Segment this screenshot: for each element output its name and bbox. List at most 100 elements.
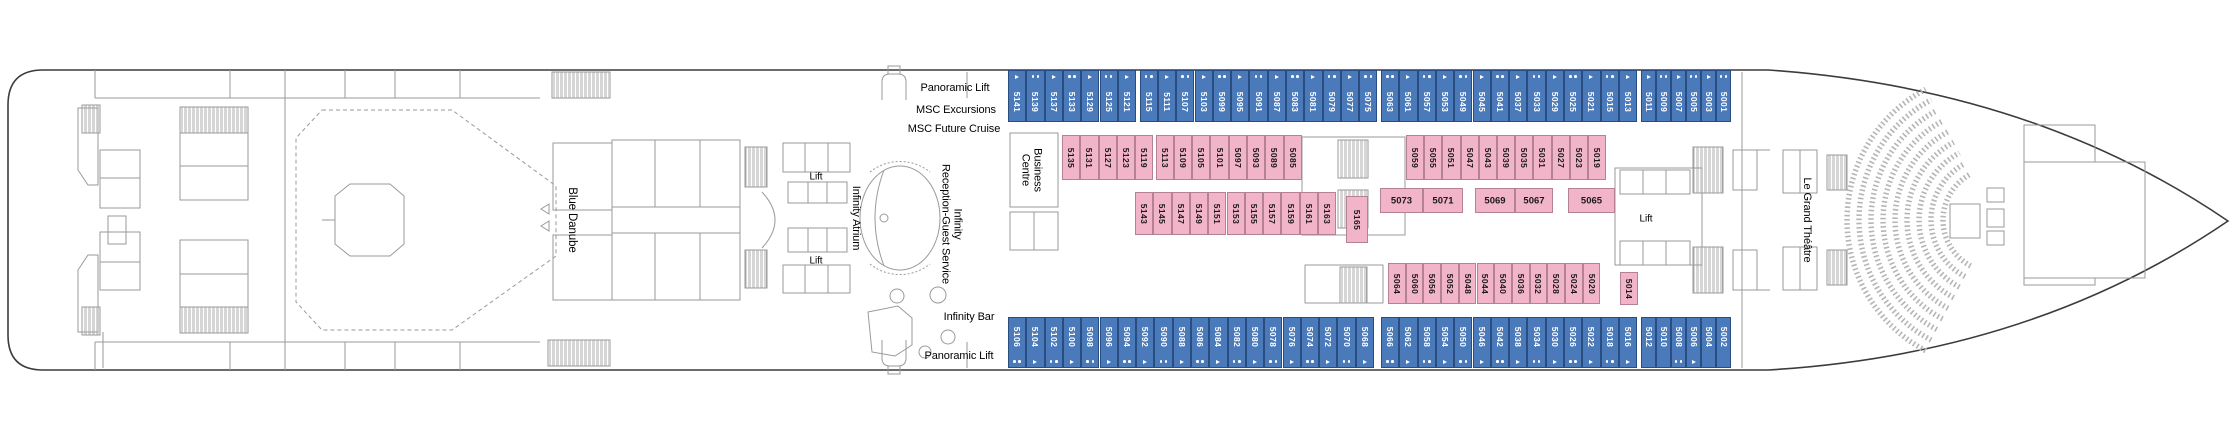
berth-dots-icon (1532, 360, 1536, 363)
cabin-number: 5060 (1409, 273, 1420, 294)
cabin-number: 5127 (1102, 147, 1113, 168)
berth-dots-icon (1237, 360, 1241, 363)
berth-triangle-icon (1676, 74, 1681, 79)
cabin-5065: 5065 (1568, 188, 1615, 213)
cabin-number: 5012 (1643, 326, 1654, 348)
cabin-number: 5151 (1212, 203, 1223, 224)
cabin-number: 5074 (1304, 326, 1315, 348)
berth-triangle-icon (1589, 359, 1594, 364)
berth-dots-icon (1086, 360, 1090, 363)
cabin-5023: 5023 (1569, 135, 1588, 180)
cabin-number: 5107 (1180, 91, 1191, 112)
cabin-5149: 5149 (1189, 192, 1209, 235)
cabin-number: 5032 (1533, 273, 1544, 294)
cabin-number: 5058 (1421, 326, 1432, 348)
cabin-number: 5045 (1476, 91, 1487, 112)
berth-dots-icon (1091, 360, 1095, 363)
cabin-5105: 5105 (1192, 135, 1211, 180)
berth-dots-icon (1496, 75, 1499, 78)
cabin-5011: 5011 (1641, 70, 1656, 122)
berth-triangle-icon (1051, 74, 1056, 79)
cabin-5056: 5056 (1423, 263, 1442, 304)
cabin-number: 5143 (1139, 203, 1150, 224)
berth-triangle-icon (1406, 359, 1411, 364)
cabin-5029: 5029 (1545, 70, 1564, 122)
berth-dots-icon (1391, 360, 1394, 363)
cabin-number: 5137 (1048, 91, 1059, 112)
cabin-number: 5111 (1162, 91, 1173, 112)
cabin-5090: 5090 (1154, 317, 1173, 368)
berth-triangle-icon (1106, 359, 1111, 364)
cabin-5059: 5059 (1406, 135, 1425, 180)
cabin-5135: 5135 (1062, 135, 1081, 180)
theatre-stage (1949, 203, 1981, 239)
cabin-5131: 5131 (1080, 135, 1099, 180)
berth-dots-icon (1201, 360, 1204, 363)
cabin-number: 5102 (1048, 326, 1059, 348)
cabin-5159: 5159 (1281, 192, 1300, 235)
cabin-number: 5096 (1103, 326, 1114, 348)
lift-label-forward: Lift (1639, 213, 1653, 225)
cabin-5034: 5034 (1527, 317, 1546, 368)
cabin-5121: 5121 (1117, 70, 1137, 122)
cabin-number: 5069 (1484, 195, 1506, 206)
blue-danube-outline (295, 109, 557, 331)
berth-triangle-icon (1443, 359, 1448, 364)
berth-triangle-icon (1165, 74, 1170, 79)
cabin-5157: 5157 (1263, 192, 1282, 235)
cabin-5036: 5036 (1511, 263, 1530, 304)
cabin-5088: 5088 (1172, 317, 1191, 368)
cabin-5107: 5107 (1176, 70, 1195, 122)
cabin-number: 5013 (1623, 91, 1634, 112)
cabin-number: 5091 (1253, 91, 1264, 112)
berth-triangle-icon (1201, 74, 1206, 79)
cabin-number: 5078 (1268, 326, 1279, 348)
berth-triangle-icon (1706, 74, 1711, 79)
berth-dots-icon (1459, 75, 1463, 78)
berth-dots-icon (1018, 360, 1021, 363)
msc-future-cruise-label: MSC Future Cruise (907, 123, 1001, 135)
berth-dots-icon (1223, 75, 1226, 78)
cabin-5033: 5033 (1527, 70, 1546, 122)
cabin-number: 5098 (1085, 326, 1096, 348)
cabin-number: 5083 (1290, 91, 1301, 112)
blue-danube-label: Blue Danube (566, 187, 578, 253)
cabin-5086: 5086 (1191, 317, 1210, 368)
cabin-number: 5022 (1586, 326, 1597, 348)
cabin-5005: 5005 (1686, 70, 1701, 122)
cabin-number: 5066 (1385, 326, 1396, 348)
berth-triangle-icon (1691, 359, 1696, 364)
cabin-5151: 5151 (1208, 192, 1227, 235)
cabin-number: 5061 (1403, 91, 1414, 112)
cabin-number: 5034 (1531, 326, 1542, 348)
cabin-number: 5026 (1568, 326, 1579, 348)
cabin-number: 5006 (1688, 326, 1699, 348)
berth-triangle-icon (1362, 359, 1367, 364)
cabin-number: 5019 (1592, 147, 1603, 168)
cabin-5106: 5106 (1008, 317, 1027, 368)
cabin-number: 5035 (1519, 147, 1530, 168)
cabin-number: 5097 (1232, 147, 1243, 168)
cabin-number: 5046 (1476, 326, 1487, 348)
cabin-number: 5119 (1139, 147, 1150, 168)
berth-triangle-icon (1289, 359, 1294, 364)
cabin-5103: 5103 (1194, 70, 1213, 122)
infinity-bar-counter (867, 305, 913, 357)
cabin-number: 5040 (1498, 273, 1509, 294)
berth-dots-icon (1031, 75, 1035, 78)
cabin-number: 5094 (1121, 326, 1132, 348)
cabin-5084: 5084 (1209, 317, 1228, 368)
cabin-number: 5080 (1250, 326, 1261, 348)
cabin-5125: 5125 (1099, 70, 1118, 122)
cabin-5067: 5067 (1515, 188, 1553, 213)
cabin-number: 5121 (1121, 91, 1132, 112)
cabin-5078: 5078 (1264, 317, 1283, 368)
cabin-number: 5054 (1440, 326, 1451, 348)
cabin-5123: 5123 (1116, 135, 1136, 180)
cabin-number: 5038 (1513, 326, 1524, 348)
blue-danube-arrows (540, 203, 550, 232)
business-centre-room (1009, 132, 1059, 208)
cabin-number: 5050 (1458, 326, 1469, 348)
cabin-5143: 5143 (1135, 192, 1154, 235)
